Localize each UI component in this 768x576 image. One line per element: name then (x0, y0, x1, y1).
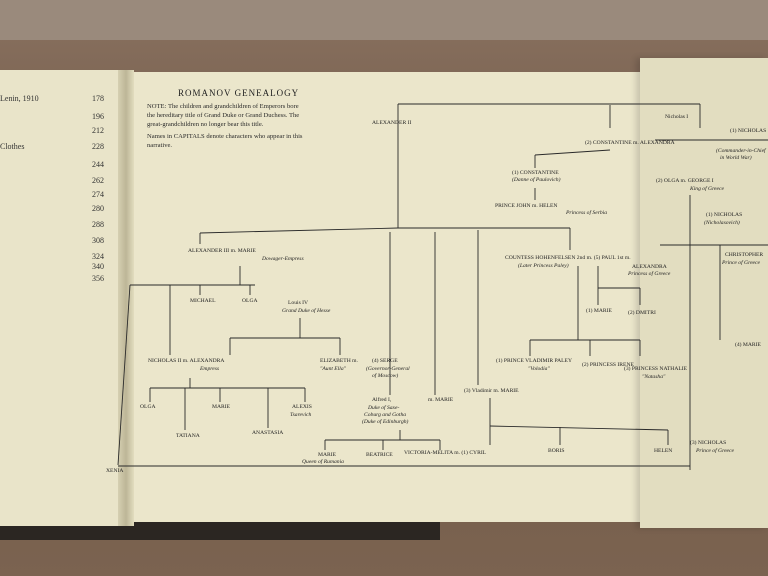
person-serge-subtitle: (Governor-General (366, 366, 410, 372)
contents-row: 212 (92, 126, 104, 135)
contents-row: 244 (92, 160, 104, 169)
person-alfred-subtitle: (Duke of Edinburgh) (362, 419, 409, 425)
right-page (128, 72, 688, 522)
person-princess-irene: (2) PRINCESS IRENE (582, 362, 634, 368)
person-nicholas-i: Nicholas I (665, 114, 689, 120)
person-elizabeth: ELIZABETH m. (320, 358, 358, 364)
person-dowager-empress: Dowager-Empress (262, 256, 304, 262)
person-anastasia: ANASTASIA (252, 430, 284, 436)
contents-row: 308 (92, 236, 104, 245)
person-tsarevich: Tsarevich (290, 412, 312, 418)
person-serge: (4) SERGE (372, 358, 398, 364)
book-gutter (118, 70, 134, 526)
person-queen-romania: Queen of Rumania (302, 459, 344, 465)
person-christopher: CHRISTOPHER (725, 252, 764, 258)
contents-row: 356 (92, 274, 104, 283)
contents-row: 262 (92, 176, 104, 185)
person-nicholas-fold: (1) NICHOLAS (706, 212, 743, 218)
person-countess-subtitle: (Later Princess Paley) (518, 263, 569, 269)
person-michael: MICHAEL (190, 298, 216, 304)
person-vladimir-paley: (1) PRINCE VLADIMIR PALEY (496, 358, 572, 364)
person-nicholas-top-subtitle: in World War) (720, 155, 752, 161)
person-nicholas-fold-subtitle: (Nicholasovich) (704, 220, 740, 226)
person-louis-subtitle: Grand Duke of Hesse (282, 308, 331, 314)
person-alexis: ALEXIS (292, 404, 312, 410)
person-nicholas-ii-alexandra: NICHOLAS II m. ALEXANDRA (148, 358, 225, 364)
person-king-greece: King of Greece (690, 186, 724, 192)
person-alexandra-greece-subtitle: Princess of Greece (628, 271, 671, 277)
note-text: NOTE: The children and grandchildren of … (147, 103, 300, 128)
person-alexandra-greece: ALEXANDRA (632, 264, 667, 270)
person-john-helen: PRINCE JOHN m. HELEN (495, 203, 558, 209)
person-dmitri: (2) DMITRI (628, 310, 656, 316)
person-victoria-cyril: VICTORIA-MELITA m. (1) CYRIL (404, 450, 487, 456)
person-natasha: "Natasha" (642, 374, 666, 380)
note-text: Names in CAPITALS denote characters who … (147, 133, 303, 149)
person-boris: BORIS (548, 448, 565, 454)
person-alexander-ii: ALEXANDER II (372, 120, 412, 126)
person-aunt-ella: "Aunt Ella" (320, 366, 346, 372)
contents-row: 288 (92, 220, 104, 229)
person-constantine-subtitle: (Danne of Paulovich) (512, 177, 561, 183)
person-constantine: (1) CONSTANTINE (512, 170, 559, 176)
person-nicholas-greece: (3) NICHOLAS (690, 440, 727, 446)
person-christopher-subtitle: Prince of Greece (722, 260, 760, 266)
person-nicholas-top: (1) NICHOLAS (730, 128, 767, 134)
person-tatiana: TATIANA (176, 433, 200, 439)
contents-row: 274 (92, 190, 104, 199)
person-louis-iv: Louis IV (288, 300, 309, 306)
person-nicholas-greece-subtitle: Prince of Greece (696, 448, 734, 454)
person-xenia: XENIA (106, 468, 124, 474)
person-marie-child: MARIE (212, 404, 231, 410)
person-marie-g: (4) MARIE (735, 342, 761, 348)
contents-row: 196 (92, 112, 104, 121)
person-olga-george: (2) OLGA m. GEORGE I (656, 178, 714, 184)
person-olga-top: OLGA (242, 298, 258, 304)
fold-out-page (640, 58, 768, 528)
person-serge-subtitle: of Moscow) (372, 373, 399, 379)
left-page (0, 70, 128, 526)
page-title: ROMANOV GENEALOGY (178, 88, 300, 98)
person-marie-paul: (1) MARIE (586, 308, 612, 314)
person-empress: Empress (200, 366, 220, 372)
person-alfred-subtitle: Coburg and Gotha (364, 412, 407, 418)
genealogy-note: NOTE: The children and grandchildren of … (147, 102, 307, 153)
person-helen-end: HELEN (654, 448, 673, 454)
person-alfred: Alfred I, (372, 397, 392, 403)
person-constantine-alexandra: (2) CONSTANTINE m. ALEXANDRA (585, 140, 675, 146)
person-helen-subtitle: Princess of Serbia (566, 210, 608, 216)
person-marie-romania: MARIE (318, 452, 337, 458)
contents-row: 340 (92, 262, 104, 271)
person-nicholas-top-subtitle: (Commander-in-Chief (716, 148, 766, 154)
person-natalia: (3) PRINCESS NATHALIE (624, 366, 688, 372)
person-beatrice: BEATRICE (366, 452, 393, 458)
contents-row: 280 (92, 204, 104, 213)
person-countess-paul: COUNTESS HOHENFELSEN 2nd m. (5) PAUL 1st… (505, 255, 631, 261)
person-alexander-iii-marie: ALEXANDER III m. MARIE (188, 248, 256, 254)
person-olga: OLGA (140, 404, 156, 410)
person-m-marie: m. MARIE (428, 397, 454, 403)
table-edge (0, 0, 768, 40)
person-alfred-subtitle: Duke of Saxe- (368, 405, 400, 411)
contents-row: 324 (92, 252, 104, 261)
person-vladimir-marie: (3) Vladimir m. MARIE (464, 388, 519, 394)
person-volodia: "Volodia" (528, 366, 550, 372)
